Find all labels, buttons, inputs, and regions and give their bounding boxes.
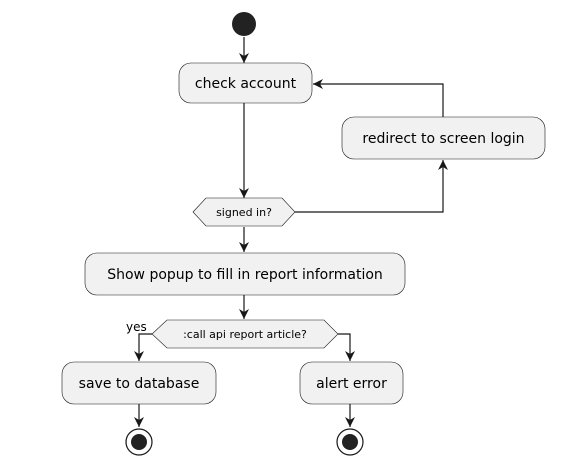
- decision-signed-in: signed in?: [192, 197, 296, 227]
- node-redirect-login-label: redirect to screen login: [362, 131, 524, 147]
- edges: [134, 37, 448, 427]
- edge-call-api-yes: [134, 333, 152, 361]
- node-save-to-database: save to database: [61, 361, 217, 405]
- edge-call-api-no: [338, 333, 355, 361]
- decision-call-api: :call api report article?: [151, 319, 339, 349]
- node-show-popup: Show popup to fill in report information: [84, 252, 406, 296]
- node-save-to-database-label: save to database: [79, 376, 200, 392]
- node-alert-error: alert error: [299, 361, 404, 405]
- node-check-account: check account: [178, 62, 313, 104]
- end-node-left: [125, 428, 153, 456]
- node-check-account-label: check account: [195, 76, 297, 92]
- node-show-popup-label: Show popup to fill in report information: [107, 267, 383, 283]
- decision-signed-in-label: signed in?: [216, 206, 272, 219]
- end-node-right: [336, 428, 364, 456]
- edge-redirect-to-check: [313, 79, 444, 117]
- edge-signed-in-to-redirect: [295, 160, 448, 213]
- edge-label-yes: yes: [126, 320, 147, 334]
- start-node: [232, 12, 256, 36]
- node-redirect-login: redirect to screen login: [341, 116, 546, 160]
- node-alert-error-label: alert error: [316, 376, 387, 392]
- decision-call-api-label: :call api report article?: [183, 328, 307, 341]
